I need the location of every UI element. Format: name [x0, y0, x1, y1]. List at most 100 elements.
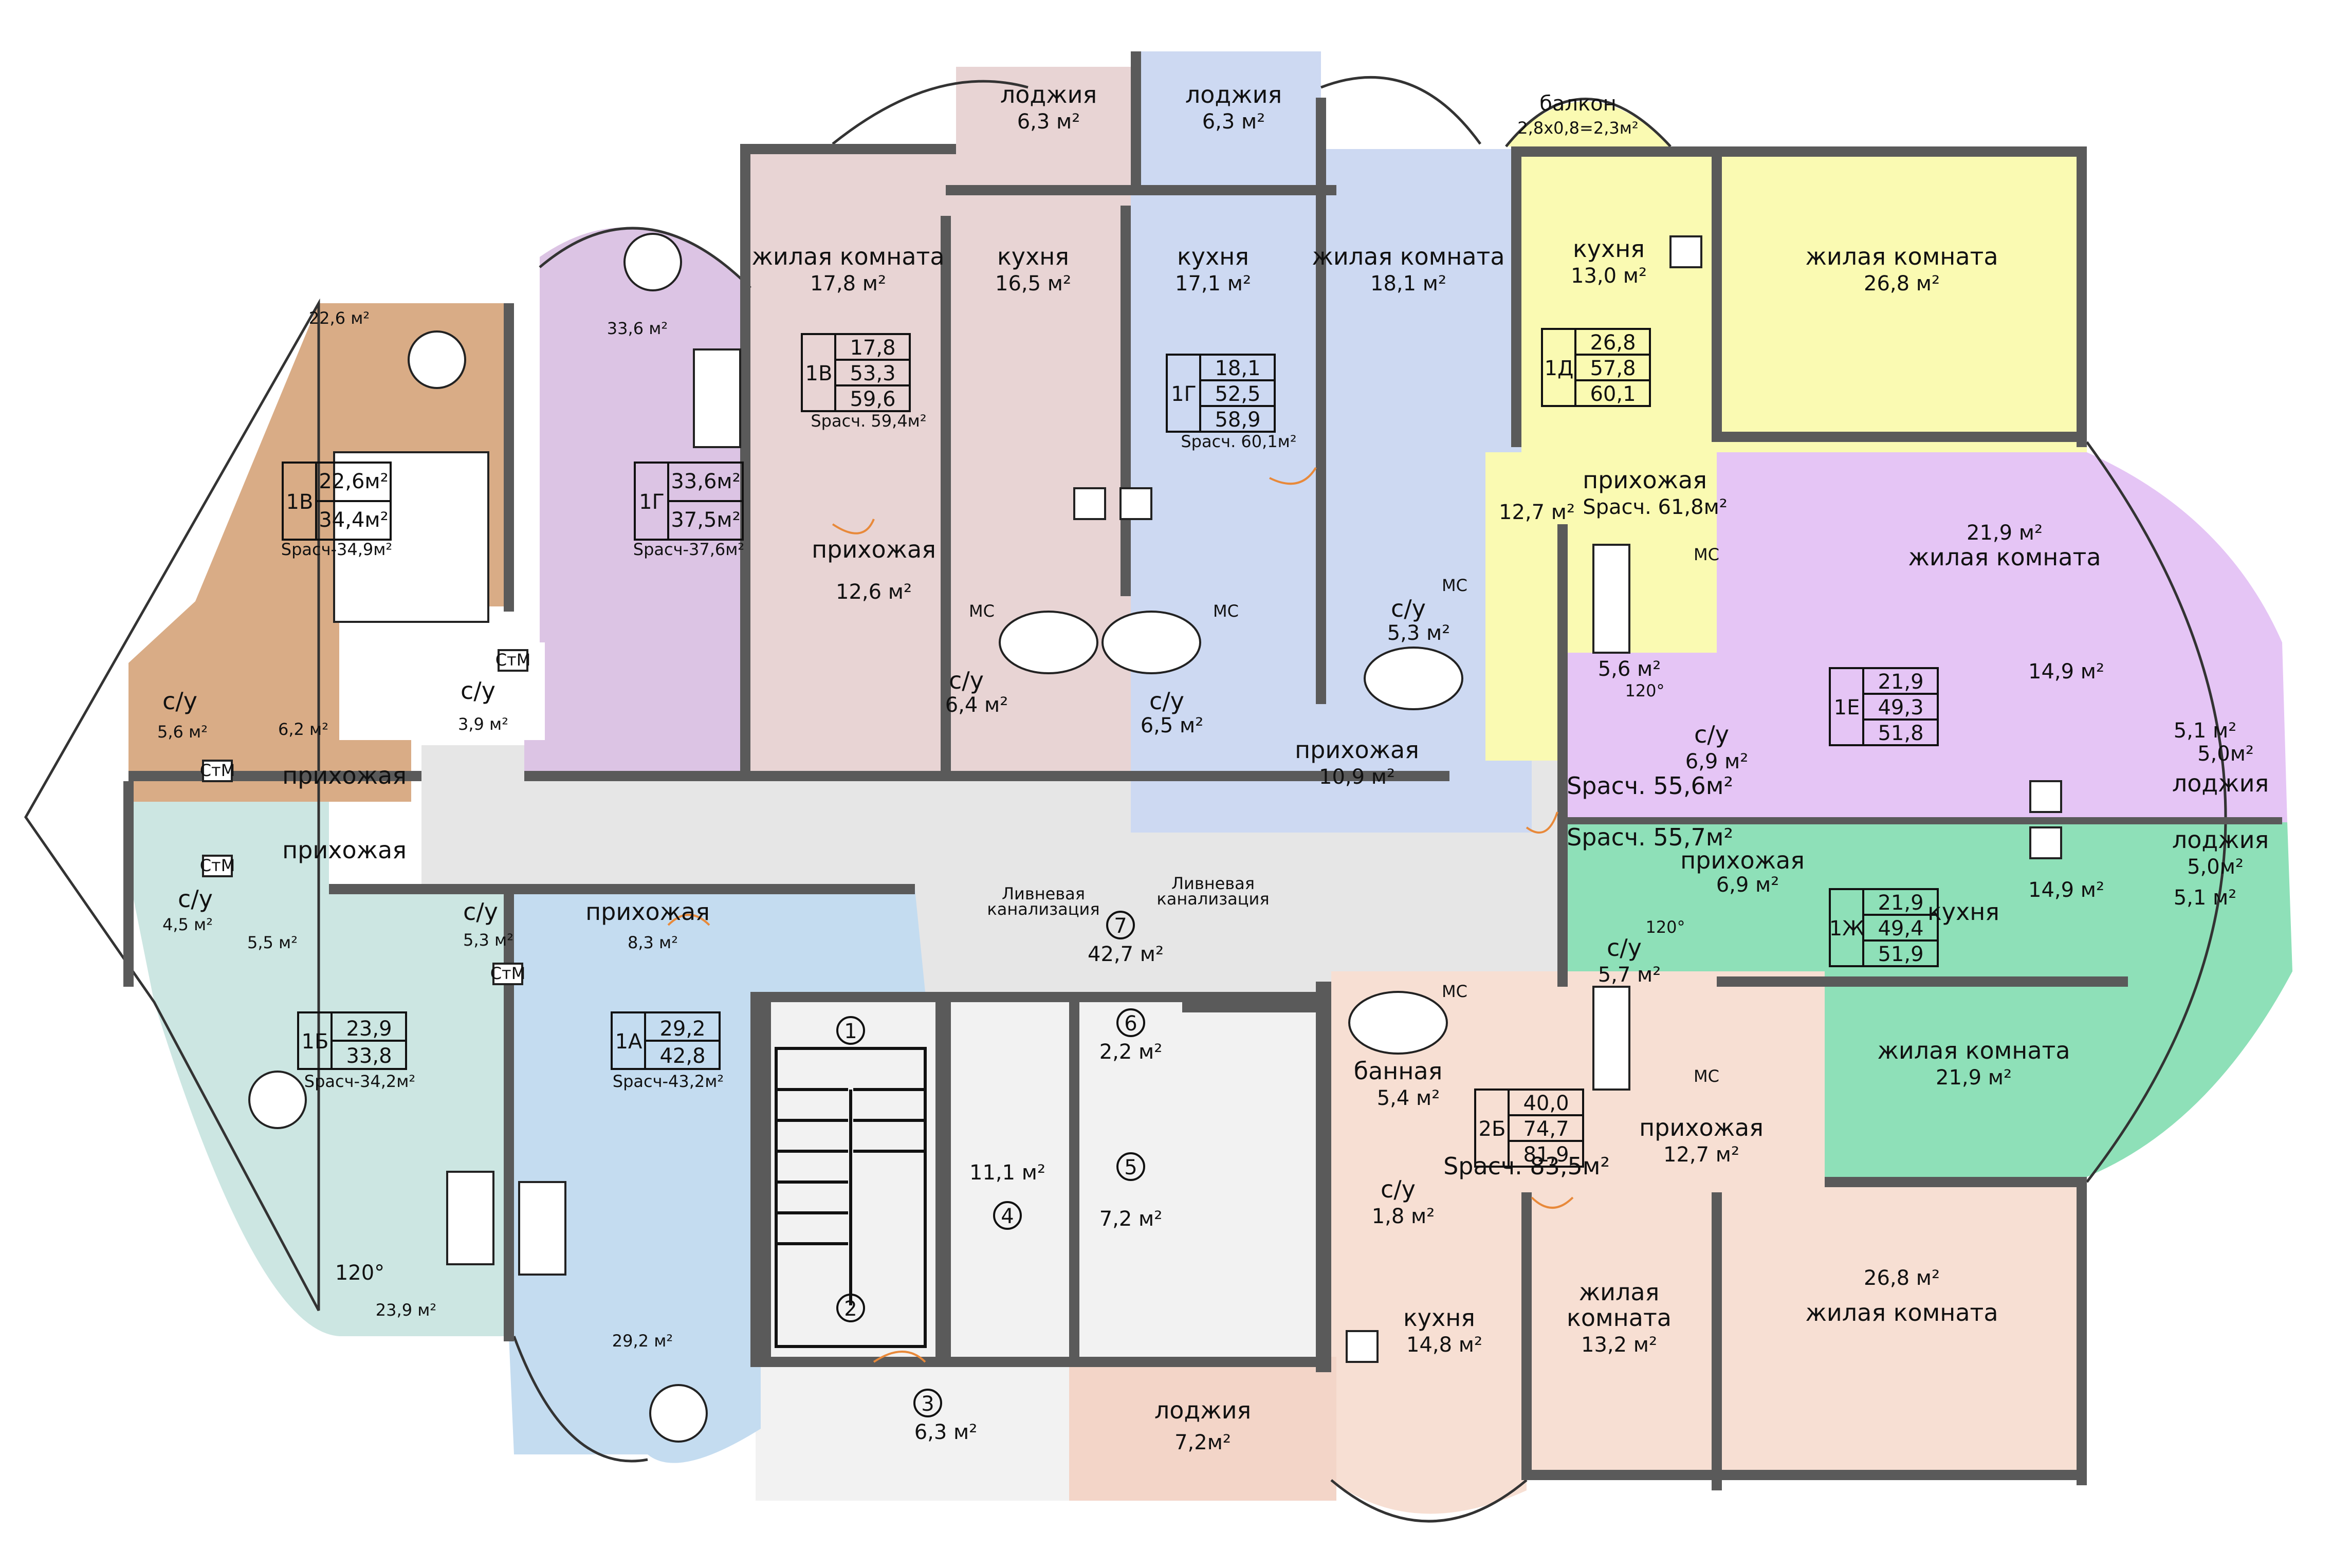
room-name: с/у [1381, 1175, 1416, 1203]
room-name: кухня [997, 243, 1069, 270]
counter-label: СтМ [490, 964, 526, 983]
room-area: 21,9 м² [1967, 521, 2043, 545]
counter-label: СтМ [200, 856, 235, 875]
room-area: 6,3 м² [1017, 110, 1080, 134]
walls [24, 51, 2282, 1523]
wall-core-left [750, 997, 771, 1367]
core-marker-circle [836, 1294, 865, 1322]
room-area: 6,2 м² [278, 720, 328, 739]
apt-table-1G-top: 1Г 18,1 52,5 58,9 Sрасч. 60,1м² [1166, 354, 1297, 451]
room-area: 5,1 м² [2174, 886, 2237, 910]
door-arc [1531, 1196, 1574, 1209]
apt-calc: 58,9 [1215, 408, 1260, 432]
room-name: с/у [1149, 687, 1184, 715]
outer-curve-top-left [832, 80, 1029, 145]
apt-s-calc: Sрасч. 83,5м² [1443, 1152, 1610, 1180]
apt-calc: 60,1 [1590, 382, 1636, 406]
apt-code: 1Г [1171, 382, 1197, 406]
room-name: прихожая [282, 836, 407, 864]
room-name: жилая комната [1312, 243, 1504, 270]
apt-table-1B: 1Б 23,9 33,8 Sрасч-34,2м² [297, 1011, 416, 1091]
dining-table-icon [623, 233, 682, 291]
zone-apt-1G-top-loggia [1141, 51, 1321, 190]
wall-2B-right [2077, 1177, 2087, 1485]
apt-calc: 59,6 [850, 388, 895, 411]
room-area: 5,1 м² [2174, 719, 2237, 743]
room-name: кухня [1403, 1304, 1475, 1332]
apt-calc: 51,9 [1878, 943, 1923, 966]
apt-s-calc: Sрасч-34,2м² [304, 1072, 416, 1091]
zone-apt-1A [329, 889, 925, 1463]
room-name: с/у [178, 885, 213, 913]
dining-table-icon [649, 1384, 708, 1443]
bathtub-icon [999, 611, 1098, 674]
wall-1D-left [1511, 149, 1521, 447]
room-area: 23,9 м² [376, 1300, 436, 1320]
apt-code: 2Б [1479, 1117, 1506, 1141]
wall-1A-top [329, 884, 915, 894]
room-area: 12,6 м² [836, 580, 912, 604]
core-marker-circle [836, 1016, 865, 1045]
room-area: 12,7 м² [1499, 501, 1575, 524]
room-area: 5,0м² [2187, 855, 2244, 879]
room-area: 17,8 м² [810, 272, 886, 296]
core-marker-circle [913, 1389, 942, 1417]
apt-total: 42,8 [659, 1044, 705, 1068]
room-area: 17,1 м² [1175, 272, 1251, 296]
apt-s-calc: Sрасч. 55,6м² [1567, 772, 1733, 800]
sofa-icon [333, 451, 489, 623]
door-arc [873, 1351, 926, 1363]
apt-table-2B: 2Б 40,0 74,7 81,9 Sрасч. 83,5м² [1443, 1089, 1610, 1180]
outer-curve-balcony [1505, 98, 1672, 147]
core-area: 6,3 м² [914, 1421, 978, 1444]
room-area: 1,8 м² [1372, 1205, 1435, 1228]
wall-core-bottom [750, 1357, 1331, 1367]
wall-1V-top-partition [941, 216, 951, 781]
core-number: 5 [1124, 1156, 1137, 1179]
room-name: лоджия [1185, 81, 1282, 108]
room-area: 2,8х0,8=2,3м² [1517, 118, 1638, 138]
dining-table-icon [248, 1071, 307, 1129]
apt-code: 1В [286, 490, 314, 514]
room-name: прихожая [1583, 466, 1707, 494]
apt-living: 29,2 [659, 1017, 705, 1041]
wall-core-mid [935, 997, 951, 1367]
core-area: 2,2 м² [1099, 1040, 1163, 1064]
wall-1Zh-bottom [1717, 976, 2128, 987]
room-name: прихожая [1680, 846, 1805, 874]
zone-balcony [1506, 101, 1670, 146]
room-name: кухня [1177, 243, 1249, 270]
stair-well [775, 1047, 927, 1348]
room-area: 5,0м² [2197, 742, 2254, 766]
room-name: с/у [463, 898, 498, 926]
apt-living: 40,0 [1523, 1092, 1569, 1115]
core-number: 3 [921, 1392, 934, 1416]
room-name: лоджия [1154, 1396, 1251, 1424]
core-marker-circle [993, 1201, 1022, 1230]
wall-shaft-block [1182, 1002, 1316, 1012]
washer-label: МС [1694, 545, 1719, 564]
counter-label: СтМ [200, 761, 235, 780]
apt-table-frame [1829, 667, 1939, 746]
sofa-icon [693, 348, 741, 448]
core-number: 2 [844, 1297, 857, 1321]
room-area: 21,9 м² [1936, 1066, 2012, 1090]
apt-s-calc: Sрасч-37,6м² [633, 540, 745, 559]
core-area: 11,1 м² [969, 1161, 1045, 1185]
apt-code: 1Д [1545, 357, 1574, 380]
room-name: жилая комната [751, 243, 944, 270]
room-area: 5,5 м² [247, 933, 298, 952]
core-marker-circle [1106, 911, 1135, 939]
room-area: 8,3 м² [628, 933, 678, 952]
core-number: 7 [1114, 914, 1127, 938]
bathtub-icon [1592, 544, 1630, 654]
apt-calc: 81,9 [1523, 1143, 1569, 1167]
room-area: 6,9 м² [1685, 750, 1749, 773]
room-area: 12,7 м² [1663, 1143, 1739, 1167]
apt-total: 37,5м² [671, 508, 740, 532]
apt-s-calc: Sрасч. 60,1м² [1181, 432, 1296, 451]
zone-apt-2B [1331, 971, 2087, 1514]
outer-curve-right [2085, 441, 2227, 1183]
apt-living: 22,6м² [319, 470, 388, 493]
